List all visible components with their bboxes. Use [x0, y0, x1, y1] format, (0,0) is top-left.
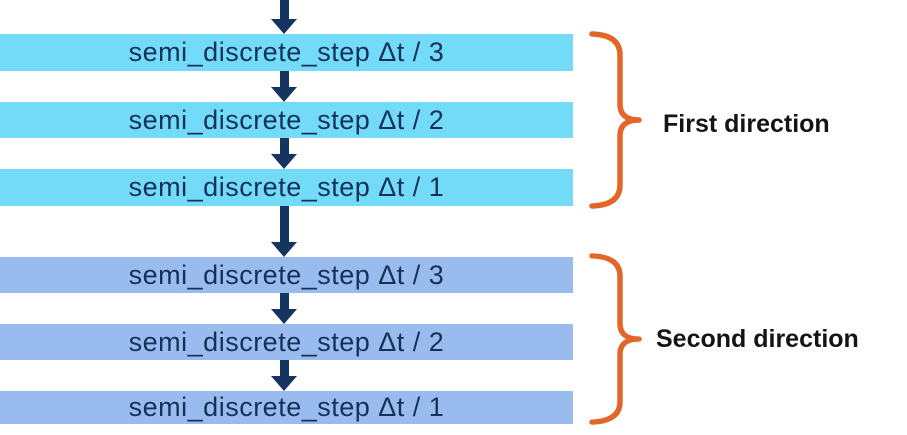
step-bar: semi_discrete_step Δt / 1	[0, 169, 573, 206]
step-bar: semi_discrete_step Δt / 2	[0, 102, 573, 138]
arrow-head	[271, 376, 297, 391]
step-bar: semi_discrete_step Δt / 3	[0, 257, 573, 293]
step-label: semi_discrete_step Δt / 1	[128, 172, 445, 202]
arrow-shaft	[279, 293, 289, 309]
step-label: semi_discrete_step Δt / 2	[128, 104, 445, 135]
down-arrow-icon	[271, 293, 297, 324]
curly-brace-icon	[589, 253, 642, 425]
arrow-head	[271, 154, 297, 169]
arrow-head	[271, 242, 297, 257]
arrow-head	[271, 309, 297, 324]
step-bar: semi_discrete_step Δt / 2	[0, 324, 573, 360]
arrow-head	[271, 19, 297, 34]
step-label: semi_discrete_step Δt / 3	[128, 259, 445, 290]
arrow-head	[271, 87, 297, 102]
down-arrow-icon	[271, 360, 297, 391]
second-direction-label: Second direction	[656, 325, 859, 353]
down-arrow-icon	[271, 138, 297, 169]
step-bar: semi_discrete_step Δt / 3	[0, 34, 573, 71]
step-label: semi_discrete_step Δt / 1	[128, 392, 445, 422]
step-bar: semi_discrete_step Δt / 1	[0, 391, 573, 424]
down-arrow-icon	[271, 0, 297, 34]
first-direction-label: First direction	[663, 110, 830, 138]
arrow-shaft	[279, 138, 289, 154]
arrow-shaft	[279, 71, 289, 87]
step-label: semi_discrete_step Δt / 2	[128, 326, 445, 357]
arrow-shaft	[279, 360, 289, 376]
down-arrow-icon	[271, 71, 297, 102]
arrow-shaft	[279, 0, 289, 19]
curly-brace-icon	[589, 31, 642, 209]
step-label: semi_discrete_step Δt / 3	[128, 37, 445, 67]
arrow-shaft	[279, 206, 289, 242]
down-arrow-icon	[271, 206, 297, 257]
